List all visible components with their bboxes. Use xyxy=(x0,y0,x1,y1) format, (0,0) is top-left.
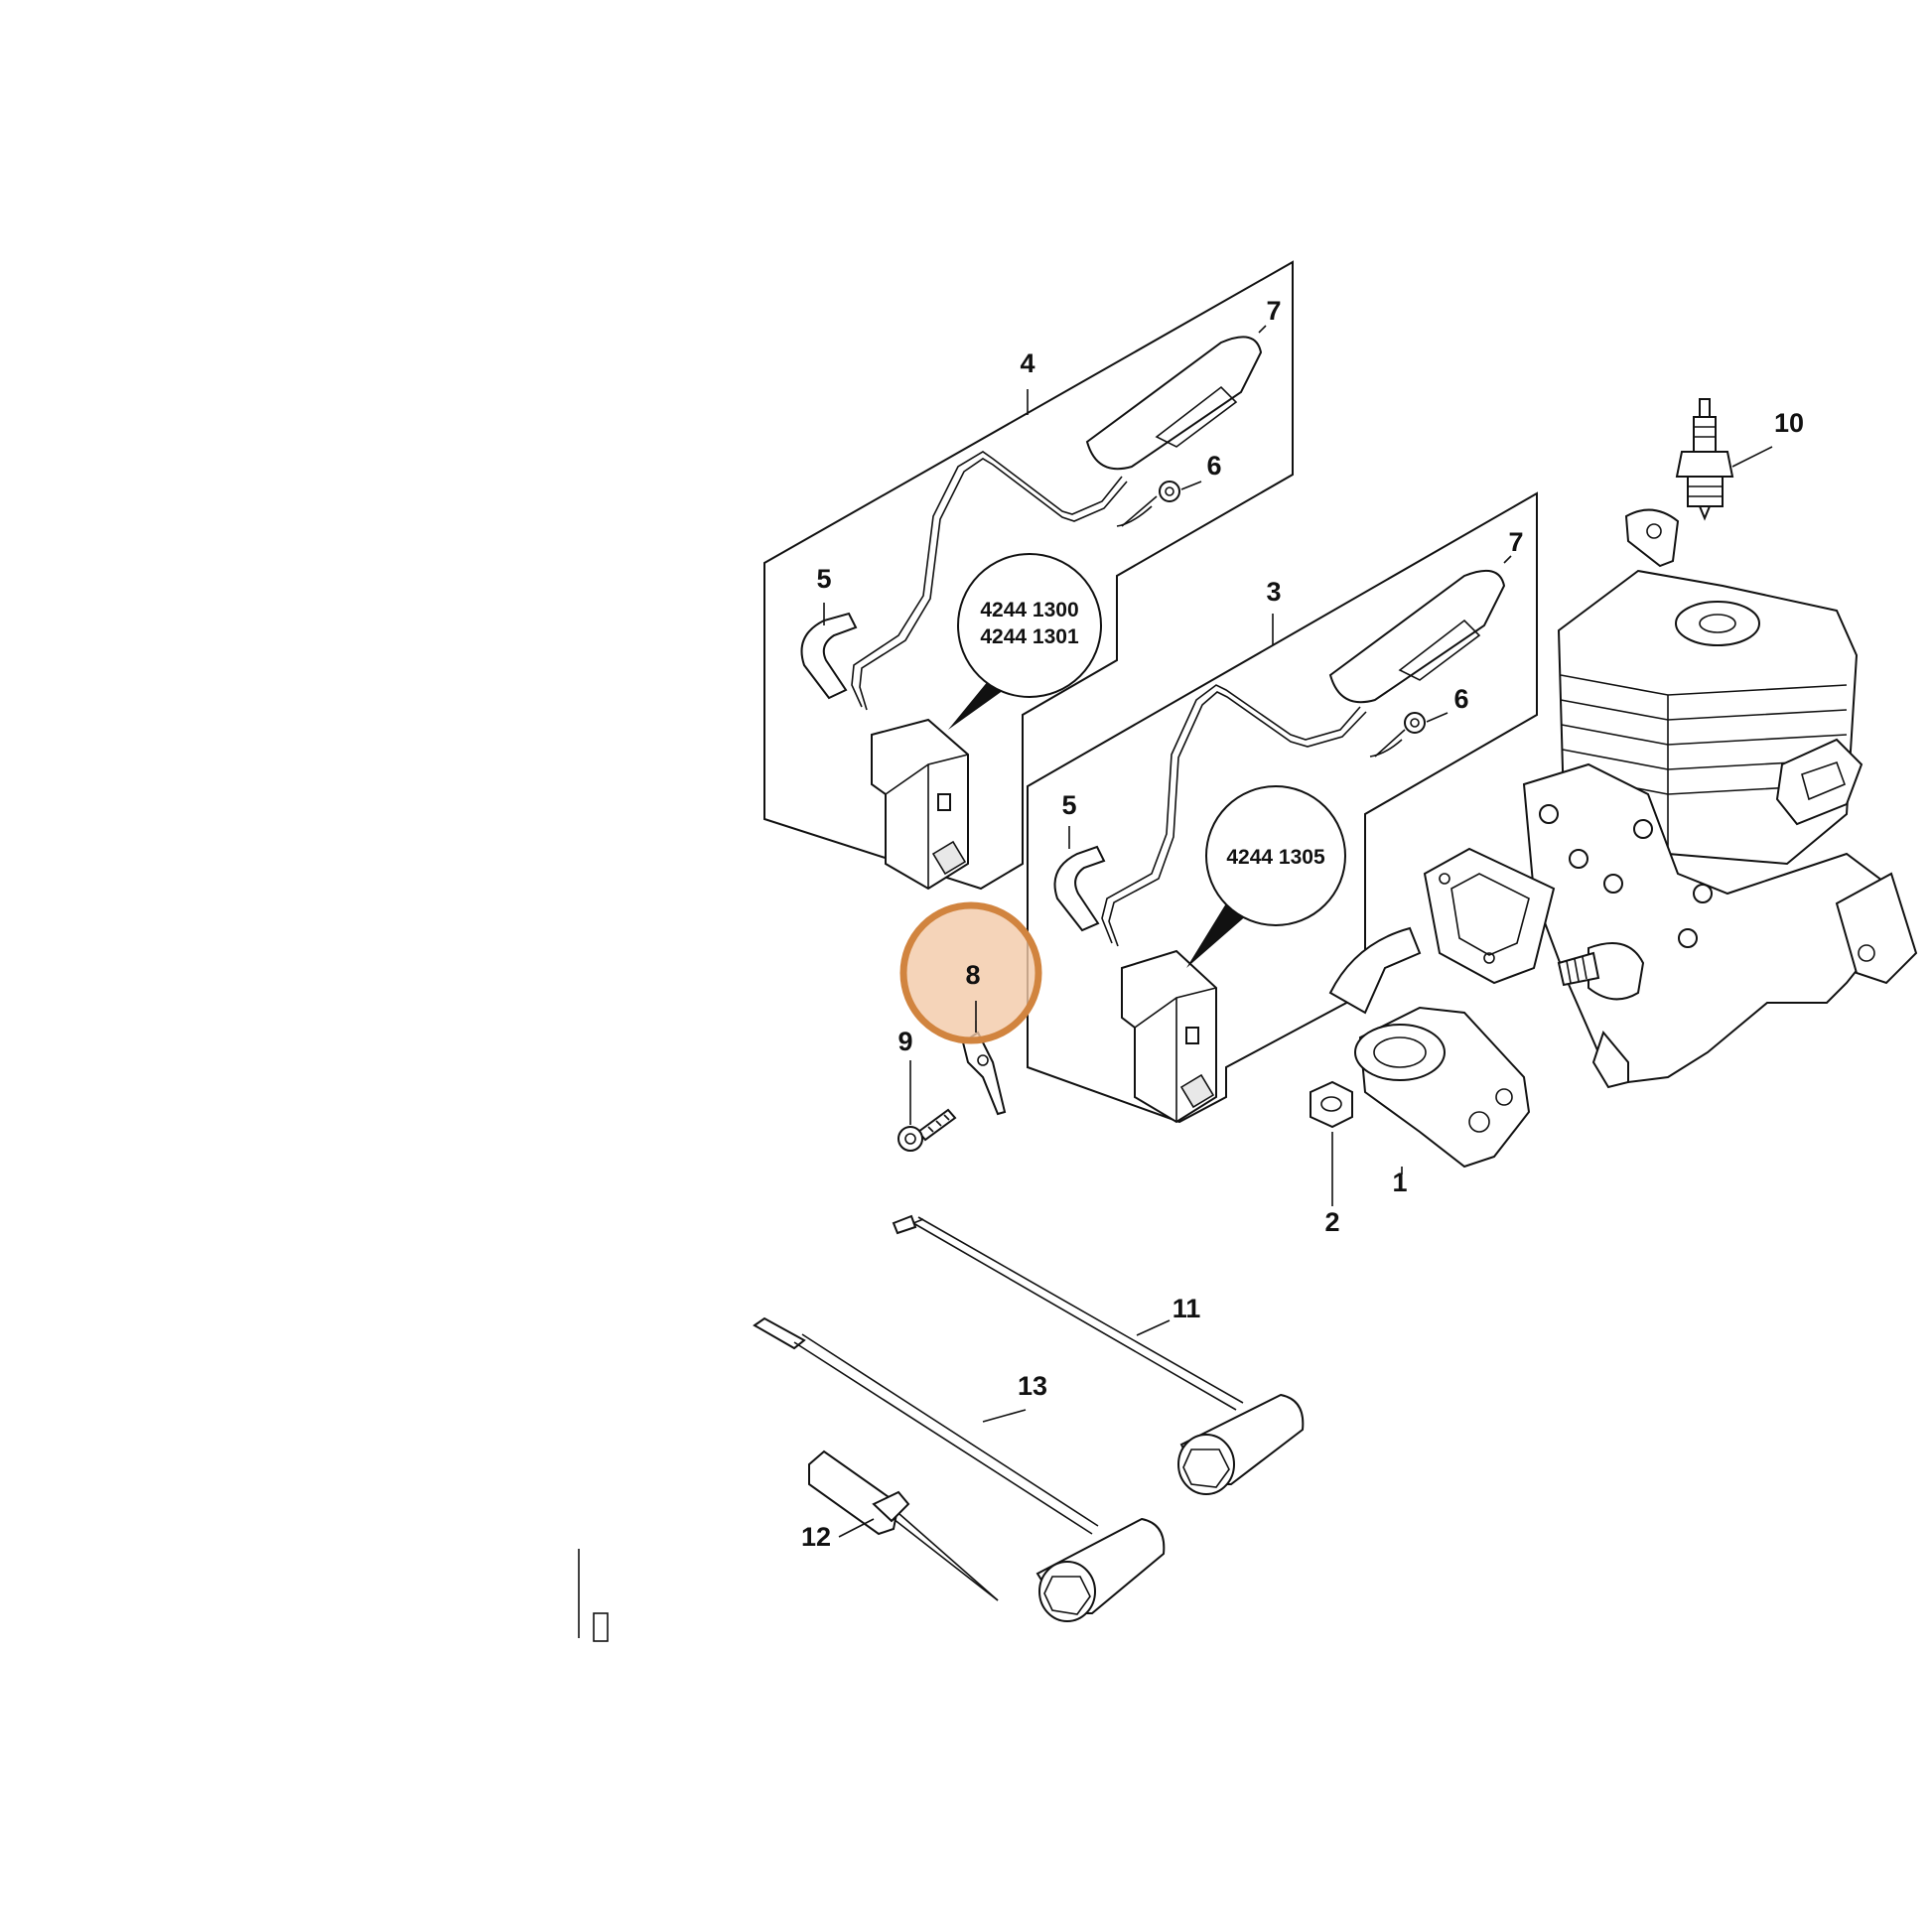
callout-9: 9 xyxy=(897,1027,912,1056)
callout-10: 10 xyxy=(1774,408,1804,438)
part-number-bubble-lower: 4244 1305 xyxy=(1186,785,1346,968)
hex-nut-2 xyxy=(1310,1080,1353,1129)
callout-12: 12 xyxy=(801,1522,831,1552)
trigger-lever-lower xyxy=(1328,569,1506,704)
contact-spring-8 xyxy=(961,1031,1007,1116)
callout-labels: 4 7 6 5 3 7 6 5 9 10 1 2 11 13 12 xyxy=(801,296,1804,1552)
torsion-spring-lower xyxy=(1369,712,1426,758)
part-number-bubble-upper: 4244 1300 4244 1301 xyxy=(948,553,1102,730)
callout-4: 4 xyxy=(1020,348,1035,378)
engine-assembly xyxy=(1522,508,1918,1089)
part-number-4244-1300: 4244 1300 xyxy=(980,599,1078,621)
callout-11: 11 xyxy=(1173,1294,1201,1323)
part-number-4244-1301: 4244 1301 xyxy=(980,625,1079,648)
callout-2: 2 xyxy=(1324,1207,1339,1237)
intake-flange xyxy=(1423,847,1556,985)
clutch-carrier-1 xyxy=(1328,926,1531,1169)
switch-housing-lower xyxy=(1121,949,1217,1124)
callout-5-lower: 5 xyxy=(1061,790,1076,820)
part-number-4244-1305: 4244 1305 xyxy=(1226,846,1325,869)
hose-lower xyxy=(1053,845,1106,932)
trigger-lever-upper xyxy=(1085,336,1263,471)
screw-9 xyxy=(897,1108,957,1152)
hotspot-item-8[interactable]: 8 xyxy=(899,901,1042,1044)
hose-upper xyxy=(800,612,858,700)
callout-6-upper: 6 xyxy=(1206,451,1221,481)
callout-8: 8 xyxy=(965,960,980,990)
kit-panel-3: 4244 1305 xyxy=(1027,491,1538,1124)
switch-housing-upper xyxy=(871,718,969,891)
combination-wrench-13 xyxy=(753,1316,1166,1622)
callout-7-lower: 7 xyxy=(1508,527,1523,557)
torsion-spring-upper xyxy=(1116,481,1180,527)
screwdriver-12 xyxy=(808,1449,999,1601)
kit-panel-4: 4244 1300 4244 1301 xyxy=(763,260,1294,891)
leader-lines xyxy=(823,325,1773,1538)
callout-6-lower: 6 xyxy=(1453,684,1468,714)
spark-plug-10 xyxy=(1675,398,1734,521)
combination-wrench-11 xyxy=(892,1214,1305,1495)
callout-5-upper: 5 xyxy=(816,564,831,594)
callout-13: 13 xyxy=(1018,1371,1047,1401)
callout-7-upper: 7 xyxy=(1266,296,1281,326)
drawing-reference-mark xyxy=(578,1549,609,1642)
callout-3: 3 xyxy=(1266,577,1281,607)
callout-1: 1 xyxy=(1392,1168,1407,1197)
